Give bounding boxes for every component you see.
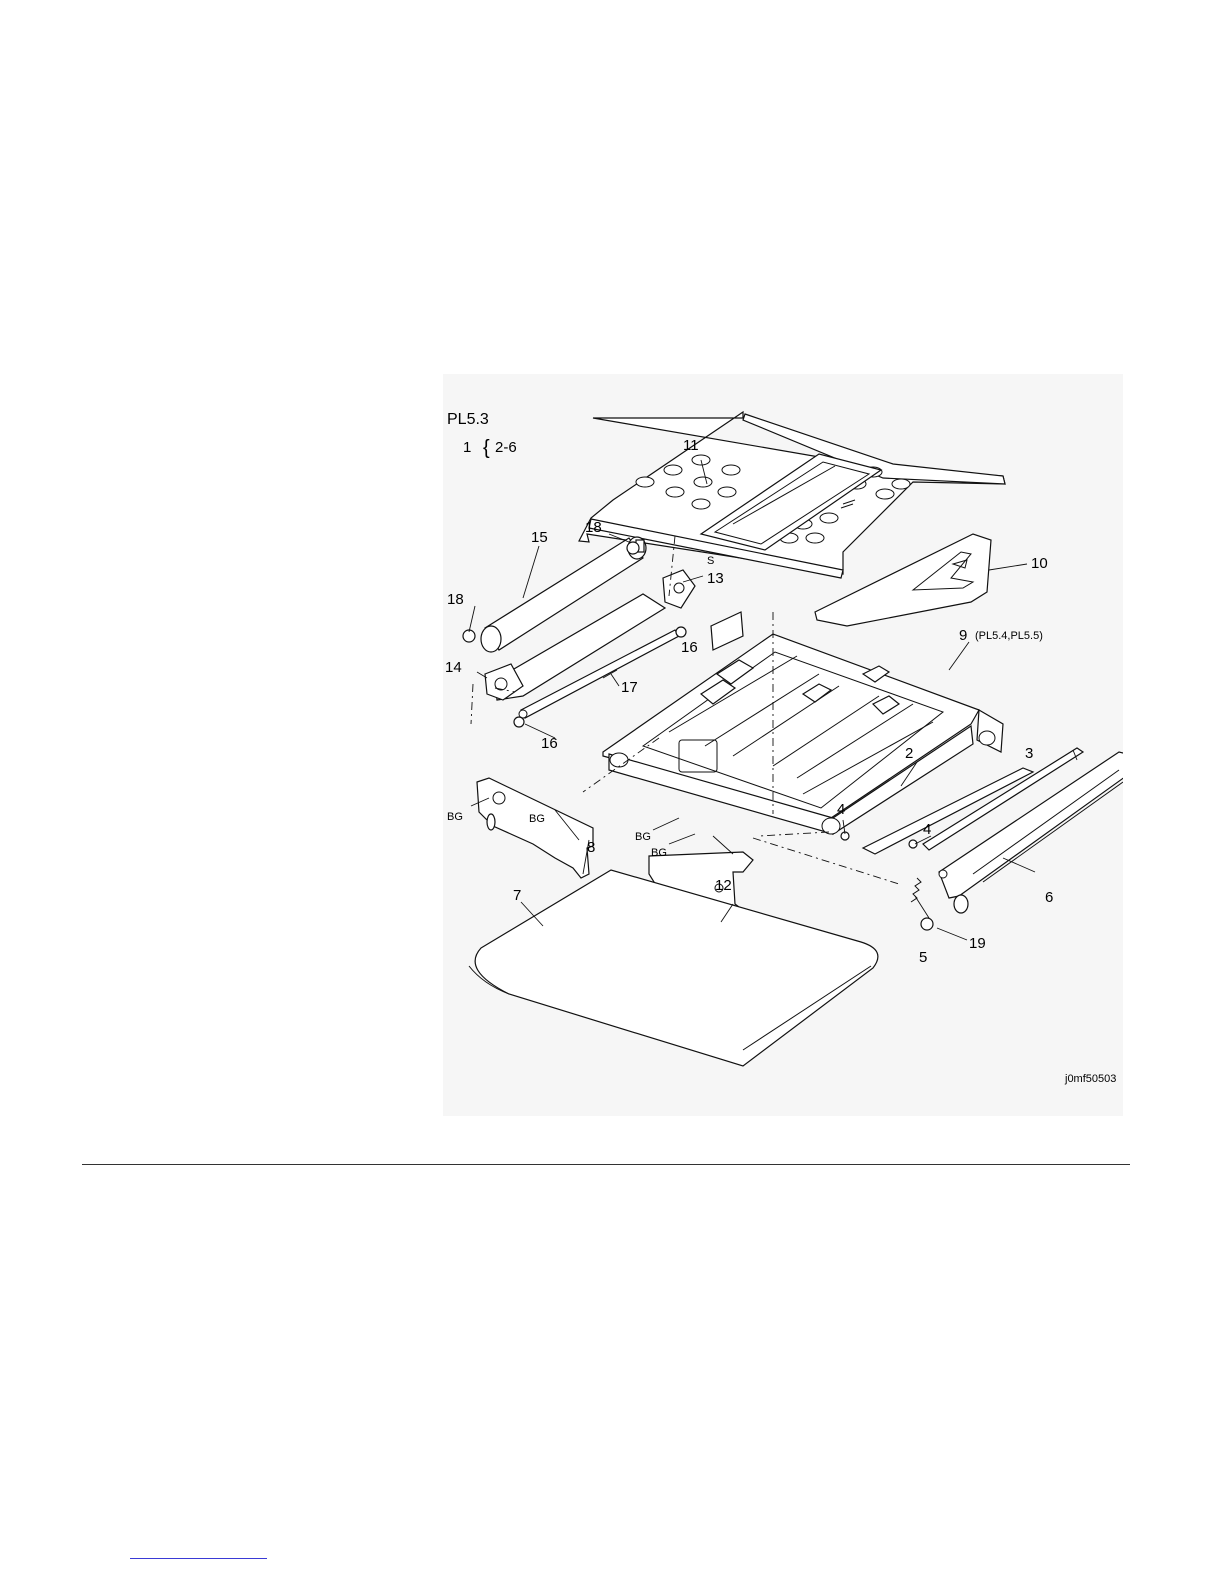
- callout-bg-4: BG: [651, 847, 667, 859]
- callout-11: 11: [683, 437, 699, 454]
- assembly-range: 2-6: [495, 439, 517, 456]
- callout-9-reference: (PL5.4,PL5.5): [975, 630, 1043, 642]
- callout-16-lower: 16: [541, 735, 558, 752]
- part-19-screw: [921, 918, 933, 930]
- callout-10: 10: [1031, 555, 1048, 572]
- callout-7: 7: [513, 887, 521, 904]
- callout-17: 17: [621, 679, 638, 696]
- callout-bg-2: BG: [529, 813, 545, 825]
- footer-link-underline[interactable]: [130, 1558, 267, 1559]
- callout-3: 3: [1025, 745, 1033, 762]
- callout-8: 8: [587, 839, 595, 856]
- part-16-bearing: [676, 627, 686, 637]
- callout-6: 6: [1045, 889, 1053, 906]
- parts-diagram: PL5.3 1 { 2-6: [443, 374, 1123, 1116]
- callout-bg-3: BG: [635, 831, 651, 843]
- callout-4-left: 4: [837, 801, 845, 818]
- exploded-view-drawing: PL5.3 1 { 2-6: [443, 374, 1123, 1116]
- callout-9: 9: [959, 627, 967, 644]
- assembly-brace: {: [483, 437, 490, 459]
- callout-5: 5: [919, 949, 927, 966]
- part-7-belt: [469, 870, 878, 1066]
- horizontal-divider: [82, 1164, 1130, 1165]
- callout-4-right: 4: [923, 821, 931, 838]
- callout-bg-1: BG: [447, 811, 463, 823]
- figure-code: j0mf50503: [1064, 1073, 1116, 1085]
- callout-18-left: 18: [447, 591, 464, 608]
- callout-15: 15: [531, 529, 548, 546]
- callout-19: 19: [969, 935, 986, 952]
- callout-16-upper: 16: [681, 639, 698, 656]
- callout-2: 2: [905, 745, 913, 762]
- part-18-bearing: [627, 542, 639, 554]
- callout-12: 12: [715, 877, 732, 894]
- part-16-bearing: [514, 717, 524, 727]
- part-8-side-frame: [477, 778, 593, 878]
- callout-13: 13: [707, 570, 724, 587]
- callout-14: 14: [445, 659, 462, 676]
- part-13-bracket: [663, 570, 695, 608]
- part-9-main-frame: [603, 612, 1003, 834]
- plate-title: PL5.3: [447, 411, 489, 428]
- callout-18-right: 18: [585, 519, 602, 536]
- callout-s: S: [707, 555, 714, 567]
- assembly-number: 1: [463, 439, 471, 456]
